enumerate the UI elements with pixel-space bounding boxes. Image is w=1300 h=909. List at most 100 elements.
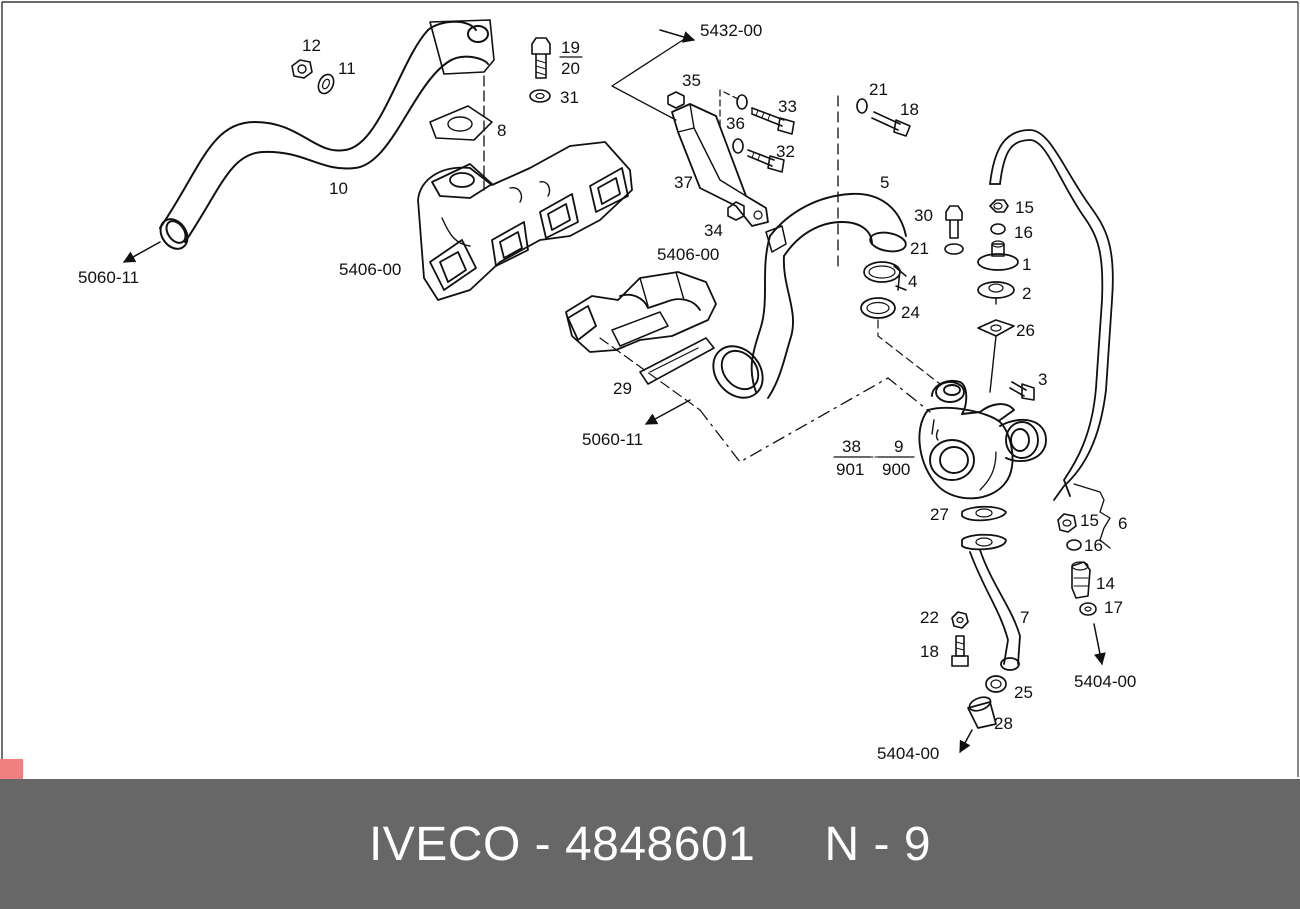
label-1: 1 [1022,255,1031,274]
label-37: 37 [674,173,693,192]
label-15-top: 15 [1015,198,1034,217]
label-27: 27 [930,505,949,524]
brand-name: IVECO [368,817,521,871]
label-18-top: 18 [900,100,919,119]
footer-caption: IVECO - 4848601 N - 9 [369,817,931,872]
label-900: 900 [882,460,910,479]
label-35: 35 [682,71,701,90]
label-5404-00-bottom: 5404-00 [877,744,939,763]
spacer [755,818,824,871]
diagram-reference: N - 9 [824,817,932,871]
footer-banner: IVECO - 4848601 N - 9 [0,779,1300,909]
diagram-frame: 12 11 19 20 31 8 10 5432-00 35 36 33 32 … [0,0,1300,779]
part-number: 4848601 [564,817,756,871]
label-21-top: 21 [869,80,888,99]
label-5060-11-left: 5060-11 [78,268,139,287]
exhaust-manifold-left [417,141,633,301]
nut-22 [951,611,969,629]
washer-11 [317,73,335,95]
nut-35 [667,91,685,109]
callout-labels: 12 11 19 20 31 8 10 5432-00 35 36 33 32 … [78,21,1136,763]
label-9: 9 [894,437,903,456]
label-36: 36 [726,114,745,133]
label-24: 24 [901,303,920,322]
label-2: 2 [1022,284,1031,303]
bolt-18-top [871,111,911,137]
gasket-8 [429,105,493,141]
washer-21-top [856,98,868,114]
label-16-top: 16 [1014,223,1033,242]
exhaust-elbow-5 [712,192,907,399]
label-12: 12 [302,36,321,55]
turbocharger-exploded-diagram: 12 11 19 20 31 8 10 5432-00 35 36 33 32 … [1,1,1299,777]
label-33: 33 [778,97,797,116]
washer-21-right [944,243,964,255]
seal-16-top [990,223,1006,235]
bolt-19-20 [531,37,551,79]
label-14: 14 [1096,574,1115,593]
label-4: 4 [908,272,917,291]
bolt-3 [1009,381,1035,401]
label-18-bottom: 18 [920,642,939,661]
exhaust-manifold-center [565,271,717,353]
nut-34 [727,201,745,221]
exhaust-pipe-10 [159,19,495,250]
label-5: 5 [880,173,889,192]
label-10: 10 [329,179,348,198]
bolt-30 [945,205,963,239]
label-29: 29 [613,379,632,398]
bracket-37 [671,103,769,227]
washer-17 [1079,602,1097,616]
seal-16-bottom [1066,539,1082,551]
washer-31 [529,89,551,103]
bolt-33 [751,107,795,135]
label-8: 8 [497,121,506,140]
label-5406-00-left: 5406-00 [339,260,401,279]
label-15-bottom: 15 [1080,511,1099,530]
label-30: 30 [914,206,933,225]
label-19: 19 [561,38,580,57]
label-32: 32 [776,142,795,161]
clamp-25 [985,675,1007,693]
flange-2 [977,281,1015,305]
arrow-to-5432-00 [659,29,696,43]
label-34: 34 [704,221,723,240]
arrow-to-5404-00-right [1093,623,1106,666]
gasket-24 [860,297,896,319]
label-38: 38 [842,437,861,456]
label-31: 31 [560,88,579,107]
nut-15-top [989,199,1009,213]
label-3: 3 [1038,370,1047,389]
arrow-to-5404-00-bottom [959,729,973,754]
label-26: 26 [1016,321,1035,340]
nut-12 [291,59,313,79]
label-11: 11 [338,59,356,78]
label-5404-00-right: 5404-00 [1074,672,1136,691]
label-21-right: 21 [910,239,929,258]
clamp-4 [863,261,907,291]
label-6: 6 [1118,514,1127,533]
gasket-29 [639,337,715,385]
label-20: 20 [561,59,580,78]
arrow-to-5060-11-center [644,399,691,425]
label-5060-11-center: 5060-11 [582,430,643,449]
union-14 [1071,561,1091,599]
turbocharger [918,379,1047,500]
label-16-bottom: 16 [1084,536,1103,555]
gasket-27 [961,505,1007,522]
bolt-18-bottom [951,635,969,667]
washer-36 [732,94,748,154]
oil-return-pipe-7 [961,533,1021,671]
gasket-26 [977,319,1015,337]
label-5432-00: 5432-00 [700,21,762,40]
arrow-to-5060-11-left [122,241,161,263]
label-5406-00-center: 5406-00 [657,245,719,264]
oil-feed-pipe-6 [989,129,1114,501]
separator: - [520,817,565,871]
fitting-1 [977,240,1019,271]
label-28: 28 [994,714,1013,733]
label-25: 25 [1014,683,1033,702]
label-901: 901 [836,460,864,479]
nut-15-bottom [1057,513,1077,533]
hose-28 [967,696,997,729]
